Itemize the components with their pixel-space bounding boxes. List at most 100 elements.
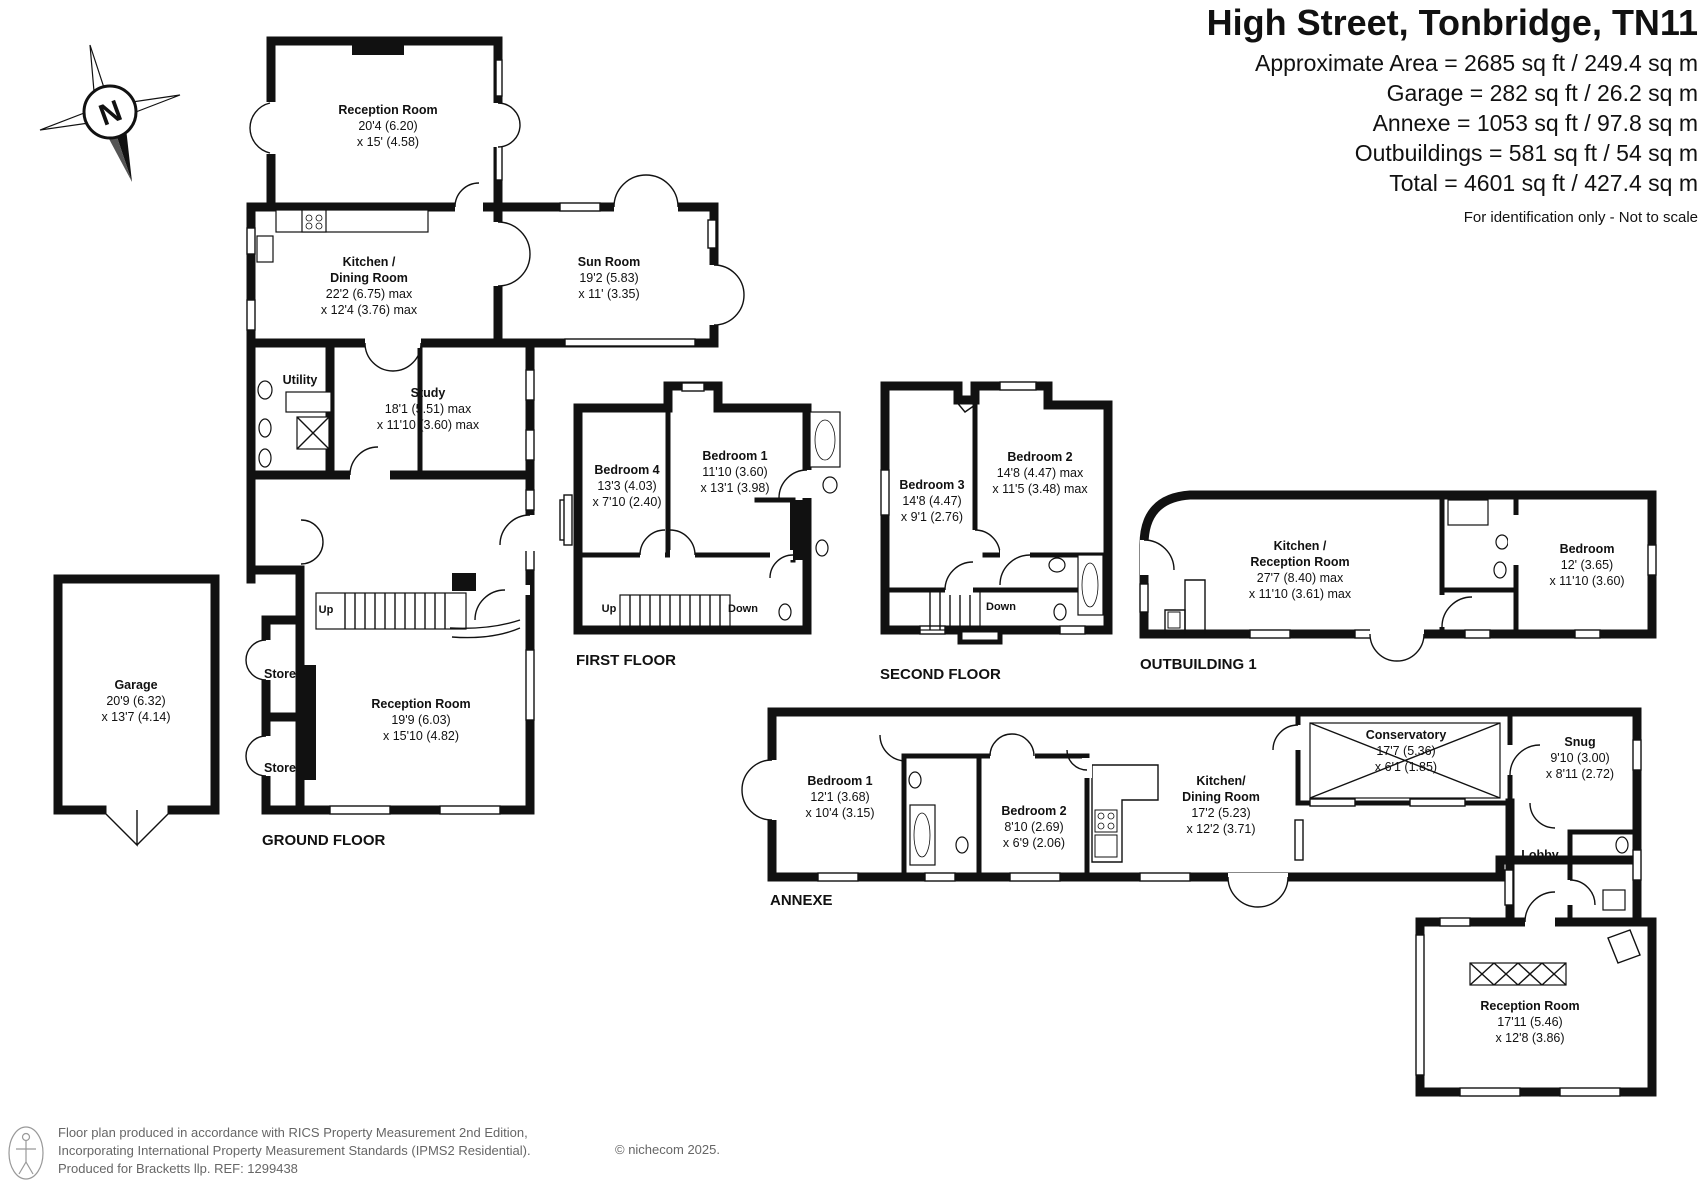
svg-text:x 11'10 (3.60) max: x 11'10 (3.60) max xyxy=(377,418,480,432)
room-label-an-reception: Reception Room 17'11 (5.46) x 12'8 (3.86… xyxy=(1480,999,1579,1045)
svg-text:Sun Room: Sun Room xyxy=(578,255,641,269)
svg-text:Bedroom: Bedroom xyxy=(1560,542,1615,556)
svg-text:x 12'8 (3.86): x 12'8 (3.86) xyxy=(1495,1031,1564,1045)
room-label-ob-bedroom: Bedroom 12' (3.65) x 11'10 (3.60) xyxy=(1549,542,1624,588)
svg-text:Reception Room: Reception Room xyxy=(1480,999,1579,1013)
annexe-area: Annexe = 1053 sq ft / 97.8 sq m xyxy=(1372,110,1698,136)
svg-text:13'3 (4.03): 13'3 (4.03) xyxy=(597,479,656,493)
room-label-sf-bedroom-3: Bedroom 3 14'8 (4.47) x 9'1 (2.76) xyxy=(899,478,964,524)
stair-label-up-ff: Up xyxy=(602,603,617,615)
svg-text:Kitchen /: Kitchen / xyxy=(343,255,396,269)
svg-text:14'8 (4.47): 14'8 (4.47) xyxy=(902,494,961,508)
room-label-reception-bottom: Reception Room 19'9 (6.03) x 15'10 (4.82… xyxy=(371,697,470,743)
room-label-kitchen-dining: Kitchen / Dining Room 22'2 (6.75) max x … xyxy=(321,255,418,317)
svg-text:19'2 (5.83): 19'2 (5.83) xyxy=(579,271,638,285)
svg-text:8'10 (2.69): 8'10 (2.69) xyxy=(1004,820,1063,834)
room-label-ob-kitchen: Kitchen / Reception Room 27'7 (8.40) max… xyxy=(1249,539,1352,601)
room-label-reception-top: Reception Room 20'4 (6.20) x 15' (4.58) xyxy=(338,103,437,149)
total-area: Total = 4601 sq ft / 427.4 sq m xyxy=(1389,170,1698,196)
outbuildings-area: Outbuildings = 581 sq ft / 54 sq m xyxy=(1354,140,1698,166)
footer-line-2: Incorporating International Property Mea… xyxy=(58,1143,531,1158)
svg-text:Bedroom 1: Bedroom 1 xyxy=(702,449,767,463)
svg-text:Kitchen /: Kitchen / xyxy=(1274,539,1327,553)
svg-text:Reception Room: Reception Room xyxy=(338,103,437,117)
floor-label-outbuilding: OUTBUILDING 1 xyxy=(1140,656,1257,673)
room-label-study: Study 18'1 (5.51) max x 11'10 (3.60) max xyxy=(377,386,480,432)
svg-text:17'7 (5.36): 17'7 (5.36) xyxy=(1376,744,1435,758)
floor-label-first: FIRST FLOOR xyxy=(576,652,676,669)
floor-label-ground: GROUND FLOOR xyxy=(262,832,385,849)
room-label-an-bedroom-2: Bedroom 2 8'10 (2.69) x 6'9 (2.06) xyxy=(1001,804,1066,850)
svg-text:x 7'10 (2.40): x 7'10 (2.40) xyxy=(592,495,661,509)
second-floor-plan xyxy=(880,381,1113,645)
stair-label-up: Up xyxy=(319,604,334,616)
room-label-store-1: Store xyxy=(264,667,296,681)
compass-icon: N xyxy=(39,44,181,182)
svg-text:x 12'2 (3.71): x 12'2 (3.71) xyxy=(1186,822,1255,836)
svg-text:x 6'1 (1.85): x 6'1 (1.85) xyxy=(1375,760,1437,774)
room-label-sf-bedroom-2: Bedroom 2 14'8 (4.47) max x 11'5 (3.48) … xyxy=(992,450,1088,496)
svg-text:9'10 (3.00): 9'10 (3.00) xyxy=(1550,751,1609,765)
svg-text:17'2 (5.23): 17'2 (5.23) xyxy=(1191,806,1250,820)
floor-label-second: SECOND FLOOR xyxy=(880,666,1001,683)
room-label-store-2: Store xyxy=(264,761,296,775)
copyright: © nichecom 2025. xyxy=(615,1142,720,1157)
svg-text:Bedroom 2: Bedroom 2 xyxy=(1001,804,1066,818)
rics-figure-icon xyxy=(8,1126,44,1180)
footer-line-1: Floor plan produced in accordance with R… xyxy=(58,1125,528,1140)
room-label-sun-room: Sun Room 19'2 (5.83) x 11' (3.35) xyxy=(578,255,641,301)
room-label-an-bedroom-1: Bedroom 1 12'1 (3.68) x 10'4 (3.15) xyxy=(805,774,874,820)
svg-text:20'4 (6.20): 20'4 (6.20) xyxy=(358,119,417,133)
svg-text:x 11'5 (3.48) max: x 11'5 (3.48) max xyxy=(992,482,1088,496)
svg-text:Dining Room: Dining Room xyxy=(330,271,408,285)
room-label-an-snug: Snug 9'10 (3.00) x 8'11 (2.72) xyxy=(1546,735,1614,781)
svg-text:27'7 (8.40) max: 27'7 (8.40) max xyxy=(1257,571,1344,585)
garage-plan xyxy=(53,574,220,847)
svg-text:19'9 (6.03): 19'9 (6.03) xyxy=(391,713,450,727)
outbuilding-plan xyxy=(1139,490,1657,662)
svg-text:x 15' (4.58): x 15' (4.58) xyxy=(357,135,419,149)
room-label-an-kitchen: Kitchen/ Dining Room 17'2 (5.23) x 12'2 … xyxy=(1182,774,1260,836)
svg-text:Bedroom 4: Bedroom 4 xyxy=(594,463,659,477)
svg-text:x 9'1 (2.76): x 9'1 (2.76) xyxy=(901,510,963,524)
svg-text:x 12'4 (3.76) max: x 12'4 (3.76) max xyxy=(321,303,418,317)
svg-text:x 13'7 (4.14): x 13'7 (4.14) xyxy=(101,710,170,724)
scale-note: For identification only - Not to scale xyxy=(1463,209,1698,226)
stair-label-down-ff: Down xyxy=(728,603,758,615)
svg-text:20'9 (6.32): 20'9 (6.32) xyxy=(106,694,165,708)
svg-text:Garage: Garage xyxy=(114,678,157,692)
garage-area: Garage = 282 sq ft / 26.2 sq m xyxy=(1386,80,1698,106)
svg-text:x 11'10 (3.60): x 11'10 (3.60) xyxy=(1549,574,1624,588)
room-label-utility: Utility xyxy=(283,373,318,387)
svg-text:x 8'11 (2.72): x 8'11 (2.72) xyxy=(1546,767,1614,781)
floor-label-annexe: ANNEXE xyxy=(770,892,833,909)
property-title: High Street, Tonbridge, TN11 xyxy=(1206,2,1698,43)
svg-text:x 6'9 (2.06): x 6'9 (2.06) xyxy=(1003,836,1065,850)
svg-text:x 11' (3.35): x 11' (3.35) xyxy=(578,287,639,301)
svg-text:Bedroom 1: Bedroom 1 xyxy=(807,774,872,788)
svg-text:Bedroom 3: Bedroom 3 xyxy=(899,478,964,492)
svg-text:x 10'4 (3.15): x 10'4 (3.15) xyxy=(805,806,874,820)
room-label-an-conservatory: Conservatory 17'7 (5.36) x 6'1 (1.85) xyxy=(1366,728,1447,774)
svg-text:Conservatory: Conservatory xyxy=(1366,728,1447,742)
ground-floor-plan xyxy=(245,36,745,815)
svg-text:18'1 (5.51) max: 18'1 (5.51) max xyxy=(385,402,472,416)
svg-text:Snug: Snug xyxy=(1564,735,1595,749)
room-label-ff-bedroom-4: Bedroom 4 13'3 (4.03) x 7'10 (2.40) xyxy=(592,463,661,509)
approximate-area: Approximate Area = 2685 sq ft / 249.4 sq… xyxy=(1254,50,1698,76)
svg-text:x 13'1 (3.98): x 13'1 (3.98) xyxy=(700,481,769,495)
svg-text:14'8 (4.47) max: 14'8 (4.47) max xyxy=(997,466,1084,480)
svg-text:17'11 (5.46): 17'11 (5.46) xyxy=(1497,1015,1562,1029)
stair-label-down-sf: Down xyxy=(986,601,1016,613)
svg-text:Study: Study xyxy=(411,386,446,400)
svg-text:12' (3.65): 12' (3.65) xyxy=(1561,558,1613,572)
room-label-an-lobby: Lobby xyxy=(1521,848,1559,862)
svg-text:x 11'10 (3.61) max: x 11'10 (3.61) max xyxy=(1249,587,1352,601)
svg-text:22'2 (6.75) max: 22'2 (6.75) max xyxy=(326,287,413,301)
footer-line-3: Produced for Bracketts llp. REF: 1299438 xyxy=(58,1161,298,1176)
svg-text:Reception Room: Reception Room xyxy=(371,697,470,711)
room-label-garage: Garage 20'9 (6.32) x 13'7 (4.14) xyxy=(101,678,170,724)
annexe-plan xyxy=(741,707,1657,1097)
svg-text:11'10 (3.60): 11'10 (3.60) xyxy=(702,465,767,479)
